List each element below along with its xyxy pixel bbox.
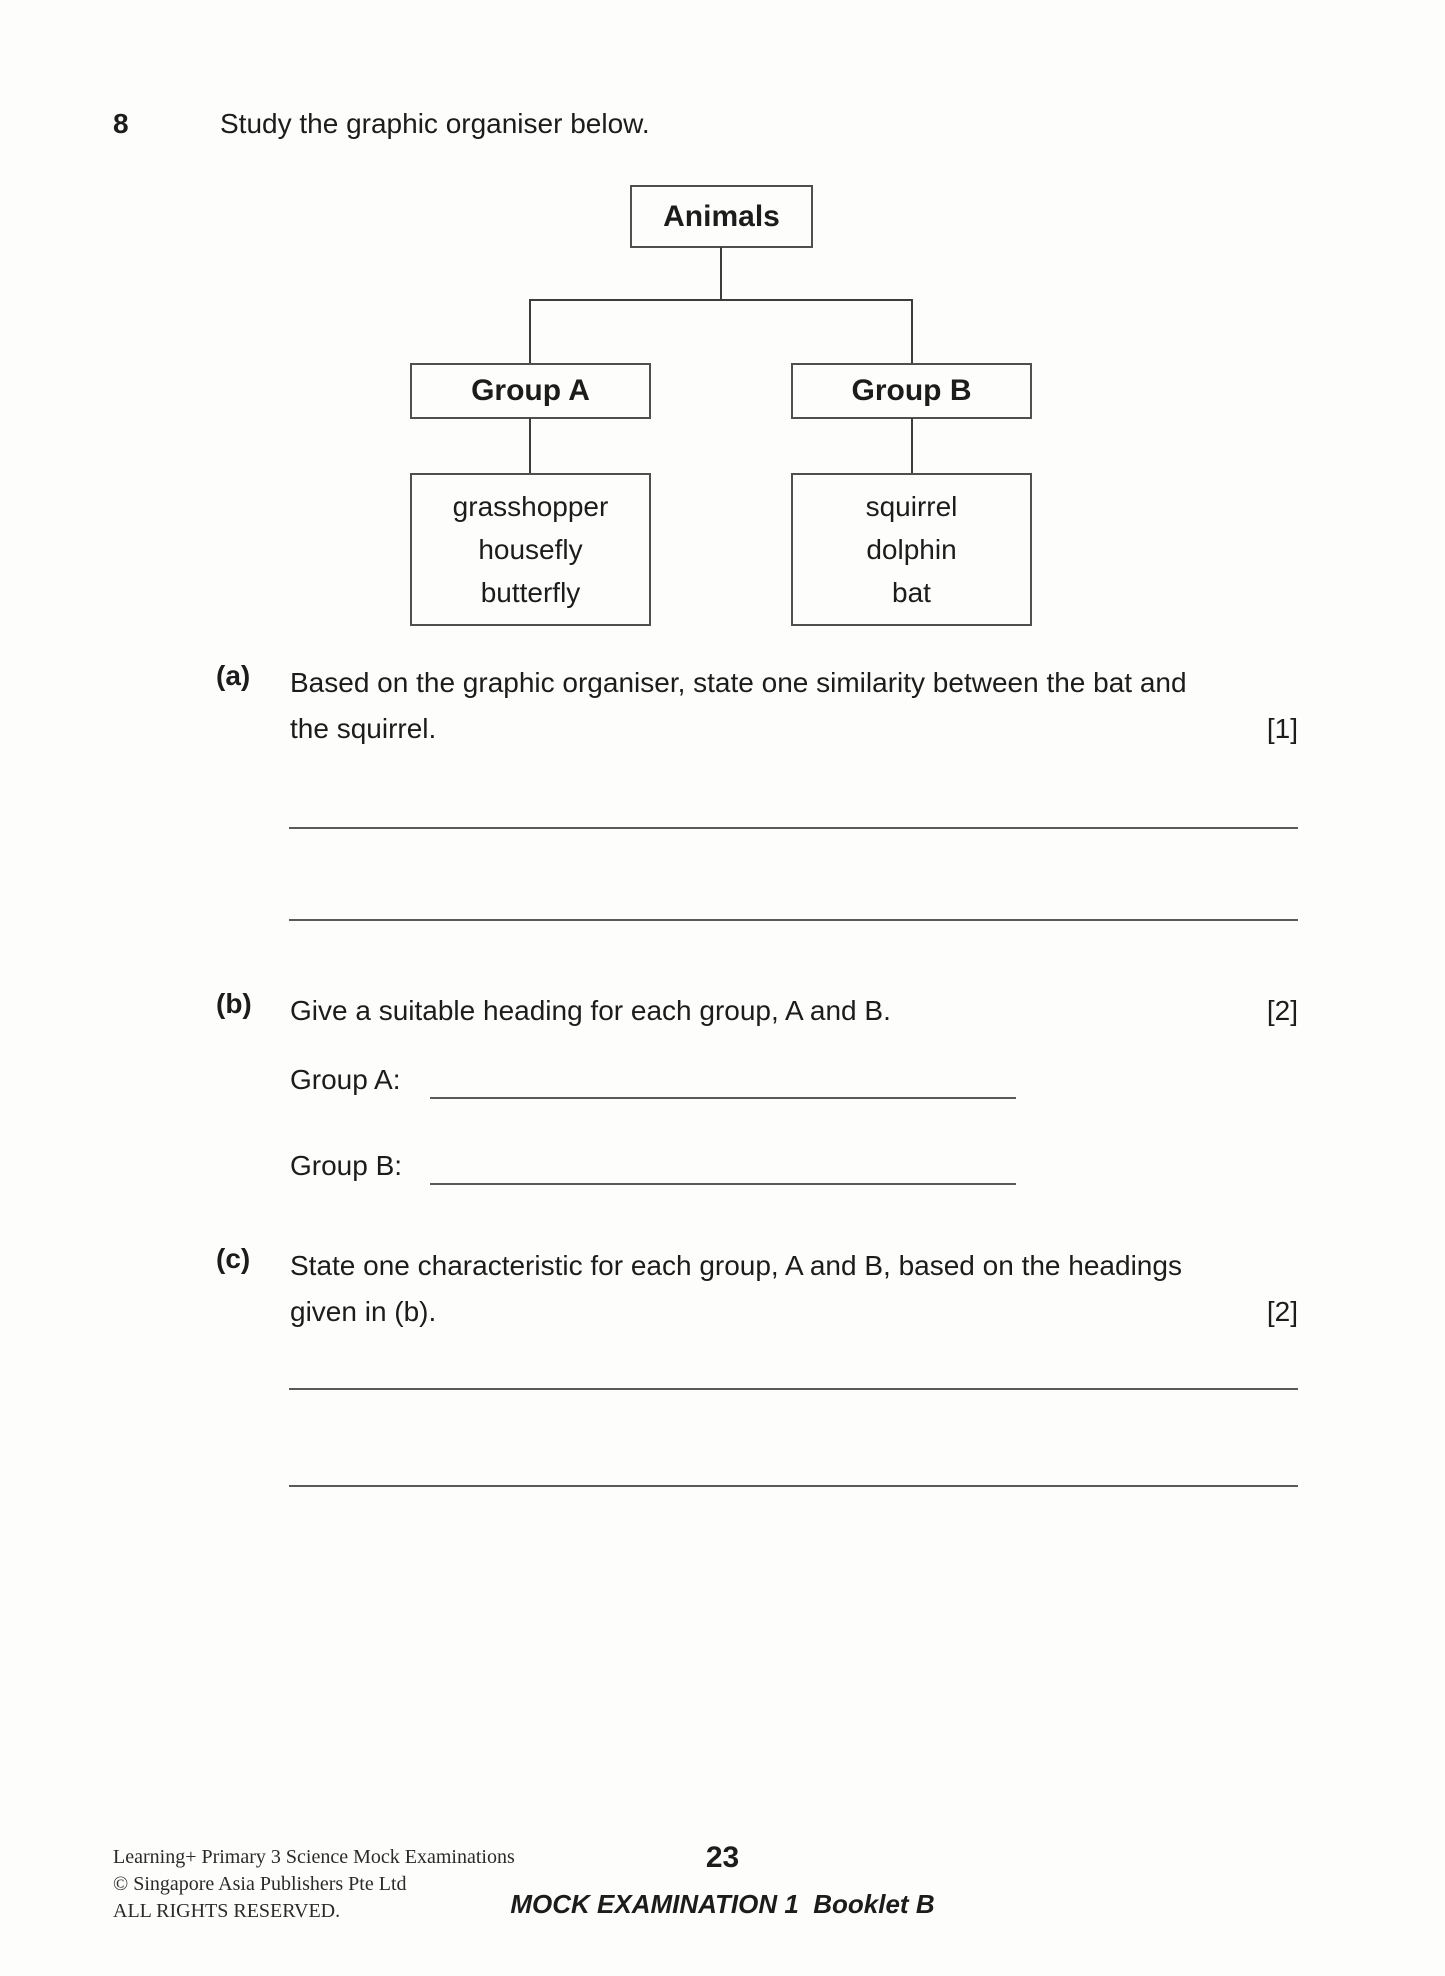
part-c-marks: [2] [1266, 1296, 1298, 1327]
part-b-label: (b) [216, 988, 252, 1019]
root-node-label: Animals [663, 199, 780, 233]
group-a-items-box: grasshopper housefly butterfly [410, 473, 651, 626]
part-a-marks: [1] [1266, 713, 1298, 744]
answer-line [289, 827, 1298, 829]
imprint-line: Learning+ Primary 3 Science Mock Examina… [113, 1846, 515, 1868]
part-a-text-line-2: the squirrel. [290, 713, 437, 744]
group-b-item: squirrel [865, 491, 958, 522]
group-a-item: housefly [478, 534, 583, 565]
group-b-box: Group B [791, 363, 1032, 419]
group-b-item: dolphin [866, 534, 957, 565]
group-b-items-box: squirrel dolphin bat [791, 473, 1032, 626]
question-number: 8 [113, 108, 129, 139]
group-a-item: grasshopper [452, 491, 609, 522]
connector-group-b-lower-line [911, 418, 913, 474]
connector-group-a-lower-line [529, 418, 531, 474]
connector-group-b-upper-line [911, 299, 913, 364]
part-b-row: Give a suitable heading for each group, … [290, 988, 1298, 1034]
part-c-text: State one characteristic for each group,… [290, 1243, 1298, 1335]
imprint-line: ALL RIGHTS RESERVED. [113, 1900, 341, 1922]
part-a-text: Based on the graphic organiser, state on… [290, 660, 1298, 752]
question-prompt: Study the graphic organiser below. [220, 108, 650, 139]
group-b-answer-line [430, 1183, 1016, 1185]
answer-line [289, 1485, 1298, 1487]
part-c-text-line-2: given in (b). [290, 1296, 437, 1327]
part-b-text: Give a suitable heading for each group, … [290, 995, 891, 1026]
connector-group-a-upper-line [529, 299, 531, 364]
connector-root-vertical-line [720, 247, 722, 300]
imprint-line: © Singapore Asia Publishers Pte Ltd [113, 1873, 407, 1895]
group-b-answer-label: Group B: [290, 1150, 403, 1181]
answer-line [289, 1388, 1298, 1390]
part-b-marks: [2] [1266, 995, 1298, 1026]
part-c-text-line-1: State one characteristic for each group,… [290, 1250, 1182, 1281]
group-a-answer-label: Group A: [290, 1064, 401, 1095]
group-a-item: butterfly [480, 577, 581, 608]
root-node-box: Animals [630, 185, 813, 248]
booklet-title: MOCK EXAMINATION 1 Booklet B [510, 1889, 935, 1919]
connector-branch-horizontal-line [529, 299, 913, 301]
part-a-text-line-1: Based on the graphic organiser, state on… [290, 667, 1187, 698]
group-b-label: Group B [851, 374, 972, 407]
answer-line [289, 919, 1298, 921]
part-a-label: (a) [216, 660, 251, 691]
group-a-box: Group A [410, 363, 651, 419]
group-b-item: bat [892, 577, 931, 608]
footer-imprint: Learning+ Primary 3 Science Mock Examina… [113, 1844, 515, 1925]
part-c-label: (c) [216, 1243, 251, 1274]
group-a-label: Group A [471, 374, 590, 407]
page-number: 23 [705, 1841, 740, 1874]
group-a-answer-line [430, 1097, 1016, 1099]
